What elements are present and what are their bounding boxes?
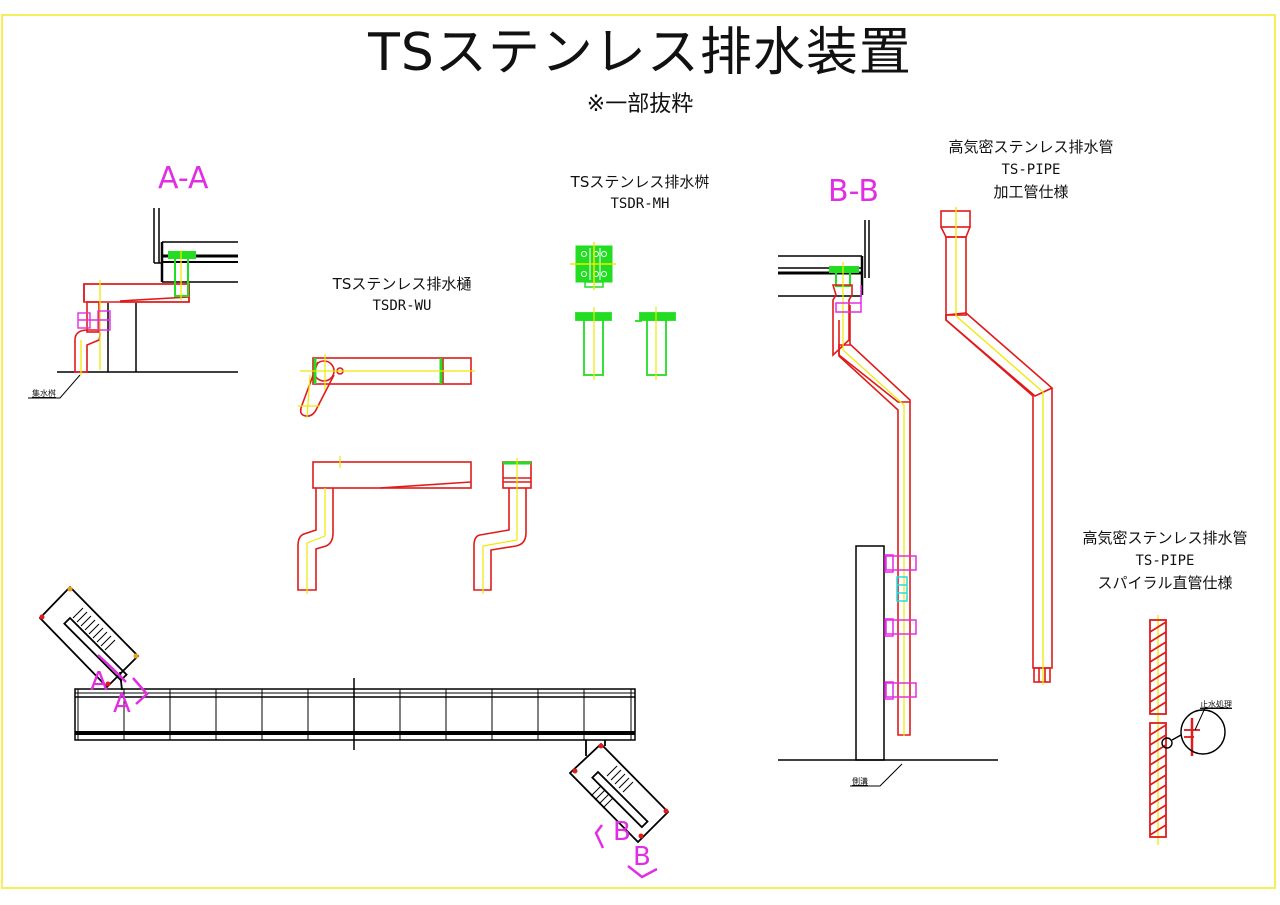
drawing-subtitle: ※一部抜粋 (586, 92, 694, 117)
pipe-processed-spec: 加工管仕様 (993, 183, 1069, 201)
gutter-code: TSDR-WU (372, 298, 432, 314)
plan-view-drawing (38, 585, 670, 879)
catch-basin-code: TSDR-MH (610, 196, 670, 212)
catch-basin-drawing (570, 242, 676, 380)
pipe-spiral-spec: スパイラル直管仕様 (1097, 574, 1233, 592)
callout-side-ditch: 側溝 (852, 777, 868, 786)
section-marker-a1: A (90, 667, 108, 697)
gutter-name: TSステンレス排水樋 (332, 275, 472, 293)
pipe-processed-name: 高気密ステンレス排水管 (948, 138, 1114, 156)
pipe-spiral-drawing (1149, 615, 1228, 845)
section-marker-a2: A (113, 689, 131, 719)
section-marker-b2: B (633, 842, 651, 872)
section-label-aa: A-A (158, 161, 209, 196)
pipe-spiral-code: TS-PIPE (1135, 553, 1195, 569)
pipe-processed-drawing (940, 207, 1054, 685)
catch-basin-name: TSステンレス排水桝 (570, 173, 710, 191)
drawing-frame (1, 14, 1276, 889)
pipe-processed-code: TS-PIPE (1001, 162, 1061, 178)
section-marker-b1: B (613, 817, 631, 847)
callout-waterproofing: 止水処理 (1200, 700, 1232, 709)
section-bb-drawing (778, 220, 998, 787)
gutter-elevation-drawing (297, 456, 532, 594)
section-aa-drawing (28, 208, 238, 399)
drawing-title: TSステンレス排水装置 (368, 23, 912, 83)
pipe-spiral-name: 高気密ステンレス排水管 (1082, 529, 1248, 547)
section-label-bb: B-B (828, 174, 879, 209)
callout-catch-basin: 集水桝 (32, 389, 56, 398)
gutter-plan-drawing (298, 354, 475, 419)
